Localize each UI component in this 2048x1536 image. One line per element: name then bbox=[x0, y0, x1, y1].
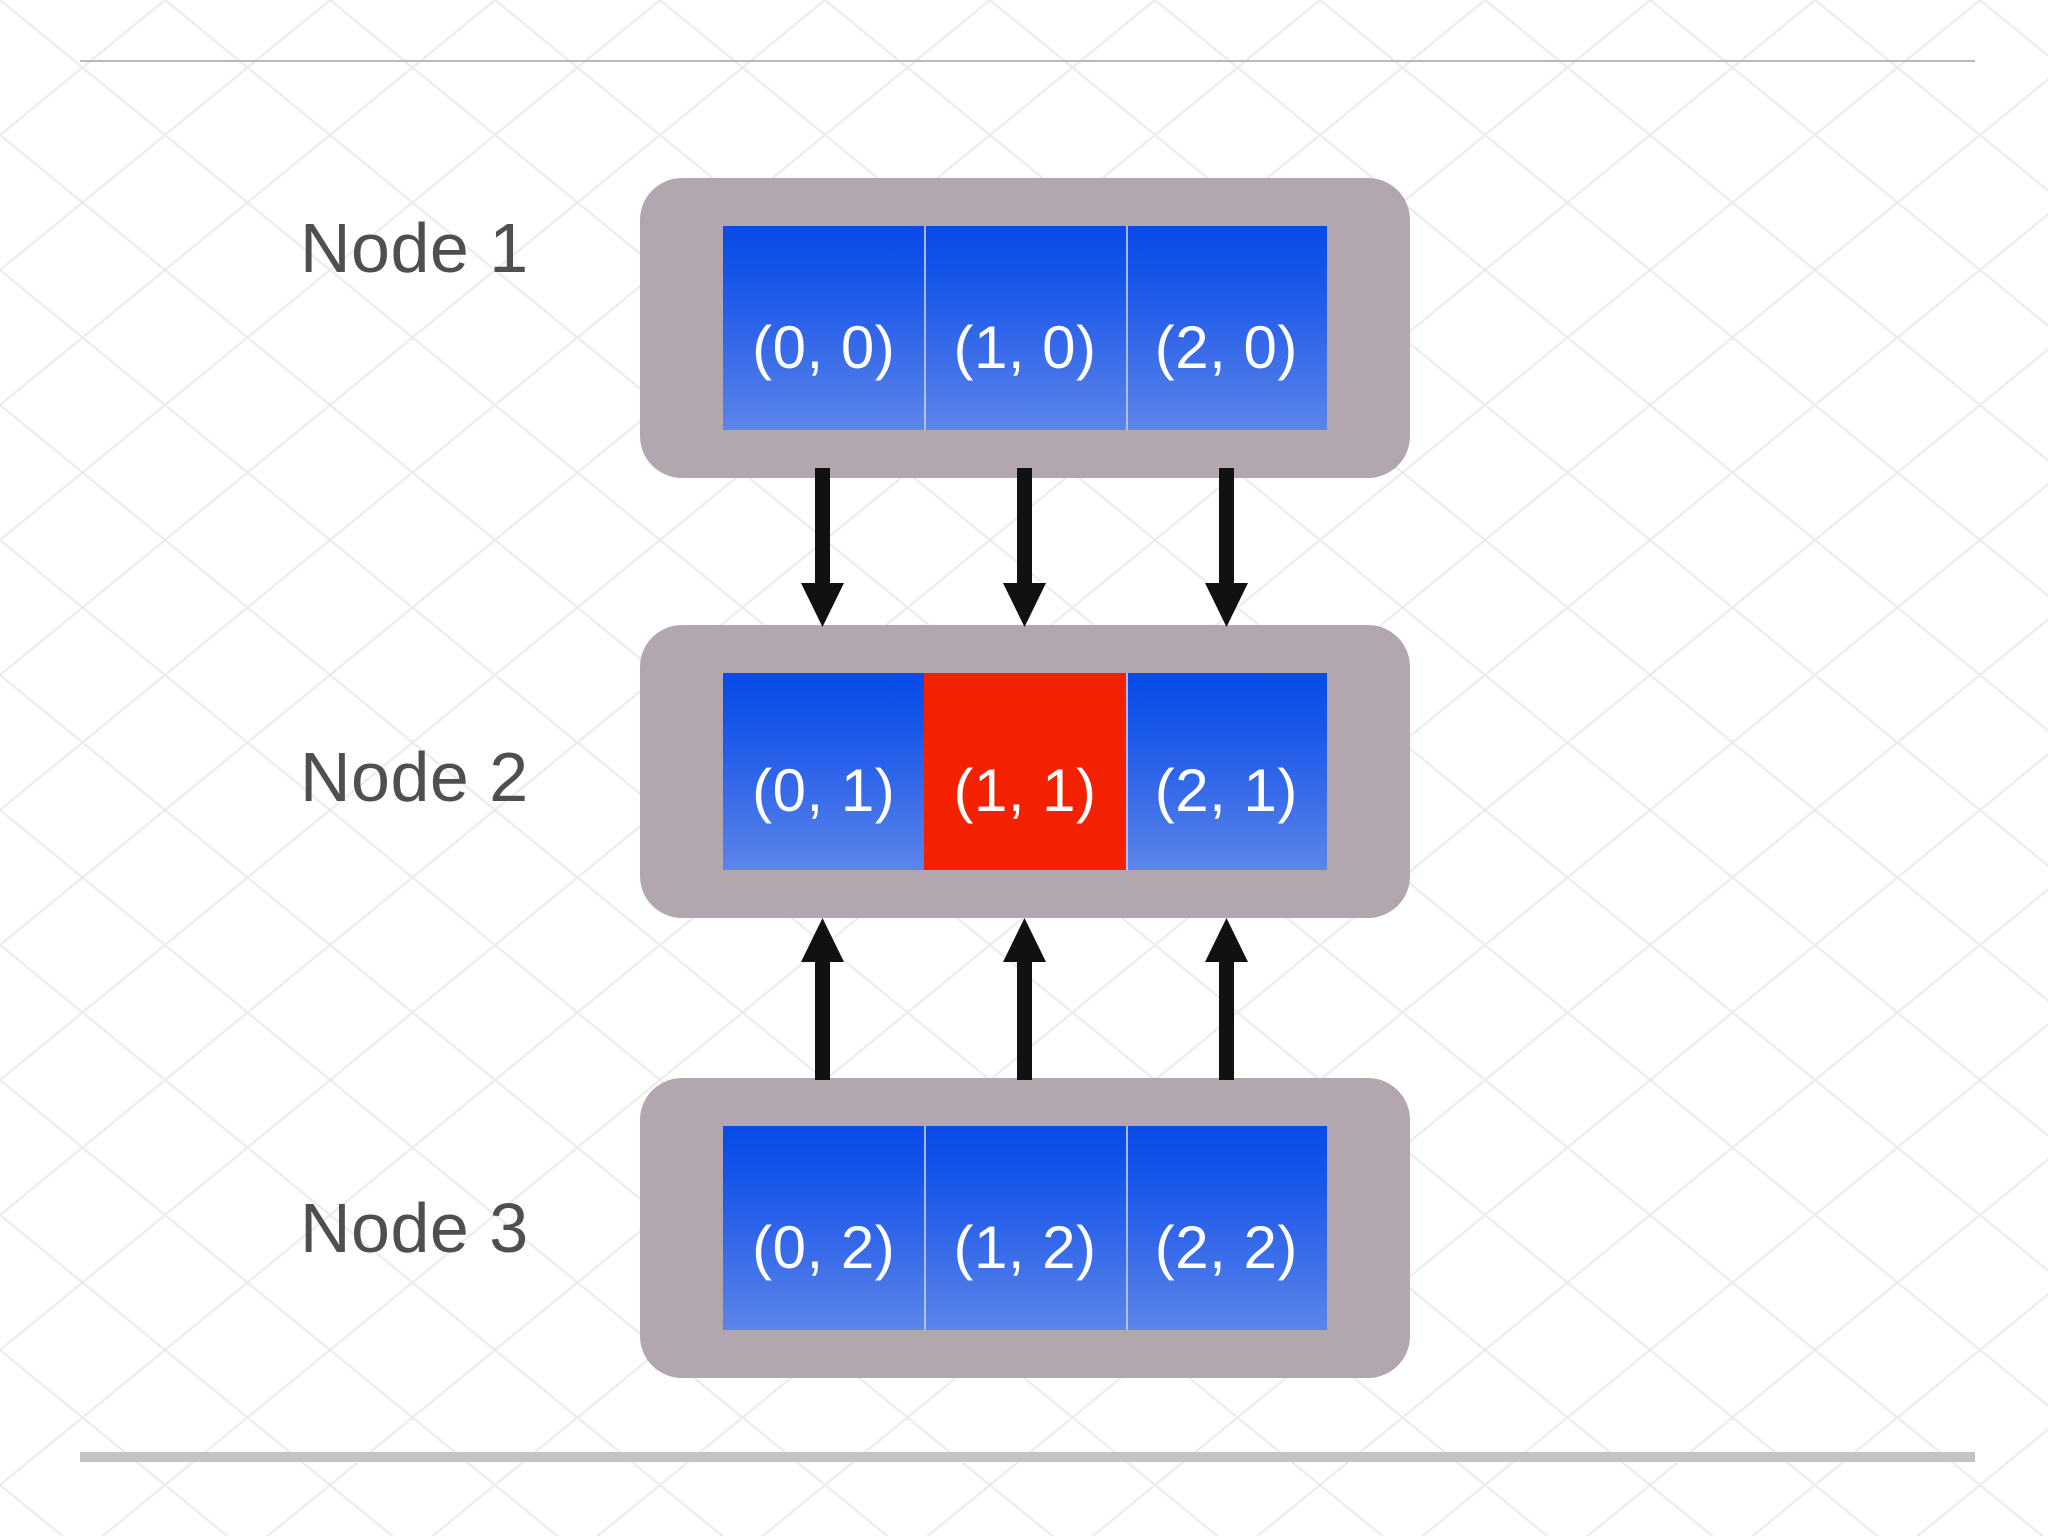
node-cells-2: (0, 1) (1, 1) (2, 1) bbox=[723, 673, 1327, 870]
node-label-3: Node 3 bbox=[300, 1189, 529, 1267]
node-cells-1: (0, 0) (1, 0) (2, 0) bbox=[723, 226, 1327, 430]
arrow-up-icon-2 bbox=[1205, 918, 1248, 1080]
grid-cell-2-2[interactable]: (2, 2) bbox=[1125, 1126, 1327, 1330]
arrow-down-icon-2 bbox=[1205, 468, 1248, 627]
arrow-up-icon-0 bbox=[801, 918, 844, 1080]
arrow-down-icon-1 bbox=[1003, 468, 1046, 627]
grid-cell-1-1[interactable]: (1, 1) bbox=[924, 673, 1126, 870]
arrow-down-icon-0 bbox=[801, 468, 844, 627]
grid-cell-0-0[interactable]: (0, 0) bbox=[723, 226, 925, 430]
node-label-2: Node 2 bbox=[300, 738, 529, 816]
grid-cell-0-1[interactable]: (0, 1) bbox=[723, 673, 925, 870]
grid-cell-0-2[interactable]: (0, 2) bbox=[723, 1126, 925, 1330]
grid-cell-2-1[interactable]: (2, 1) bbox=[1125, 673, 1327, 870]
grid-cell-1-2[interactable]: (1, 2) bbox=[924, 1126, 1126, 1330]
node-container-3[interactable]: (0, 2) (1, 2) (2, 2) bbox=[640, 1078, 1410, 1378]
bottom-divider-rule bbox=[80, 1452, 1975, 1462]
node-label-1: Node 1 bbox=[300, 209, 529, 287]
arrow-up-icon-1 bbox=[1003, 918, 1046, 1080]
node-cells-3: (0, 2) (1, 2) (2, 2) bbox=[723, 1126, 1327, 1330]
node-container-1[interactable]: (0, 0) (1, 0) (2, 0) bbox=[640, 178, 1410, 478]
top-divider-rule bbox=[80, 60, 1975, 62]
node-container-2[interactable]: (0, 1) (1, 1) (2, 1) bbox=[640, 625, 1410, 918]
grid-cell-2-0[interactable]: (2, 0) bbox=[1125, 226, 1327, 430]
grid-cell-1-0[interactable]: (1, 0) bbox=[924, 226, 1126, 430]
